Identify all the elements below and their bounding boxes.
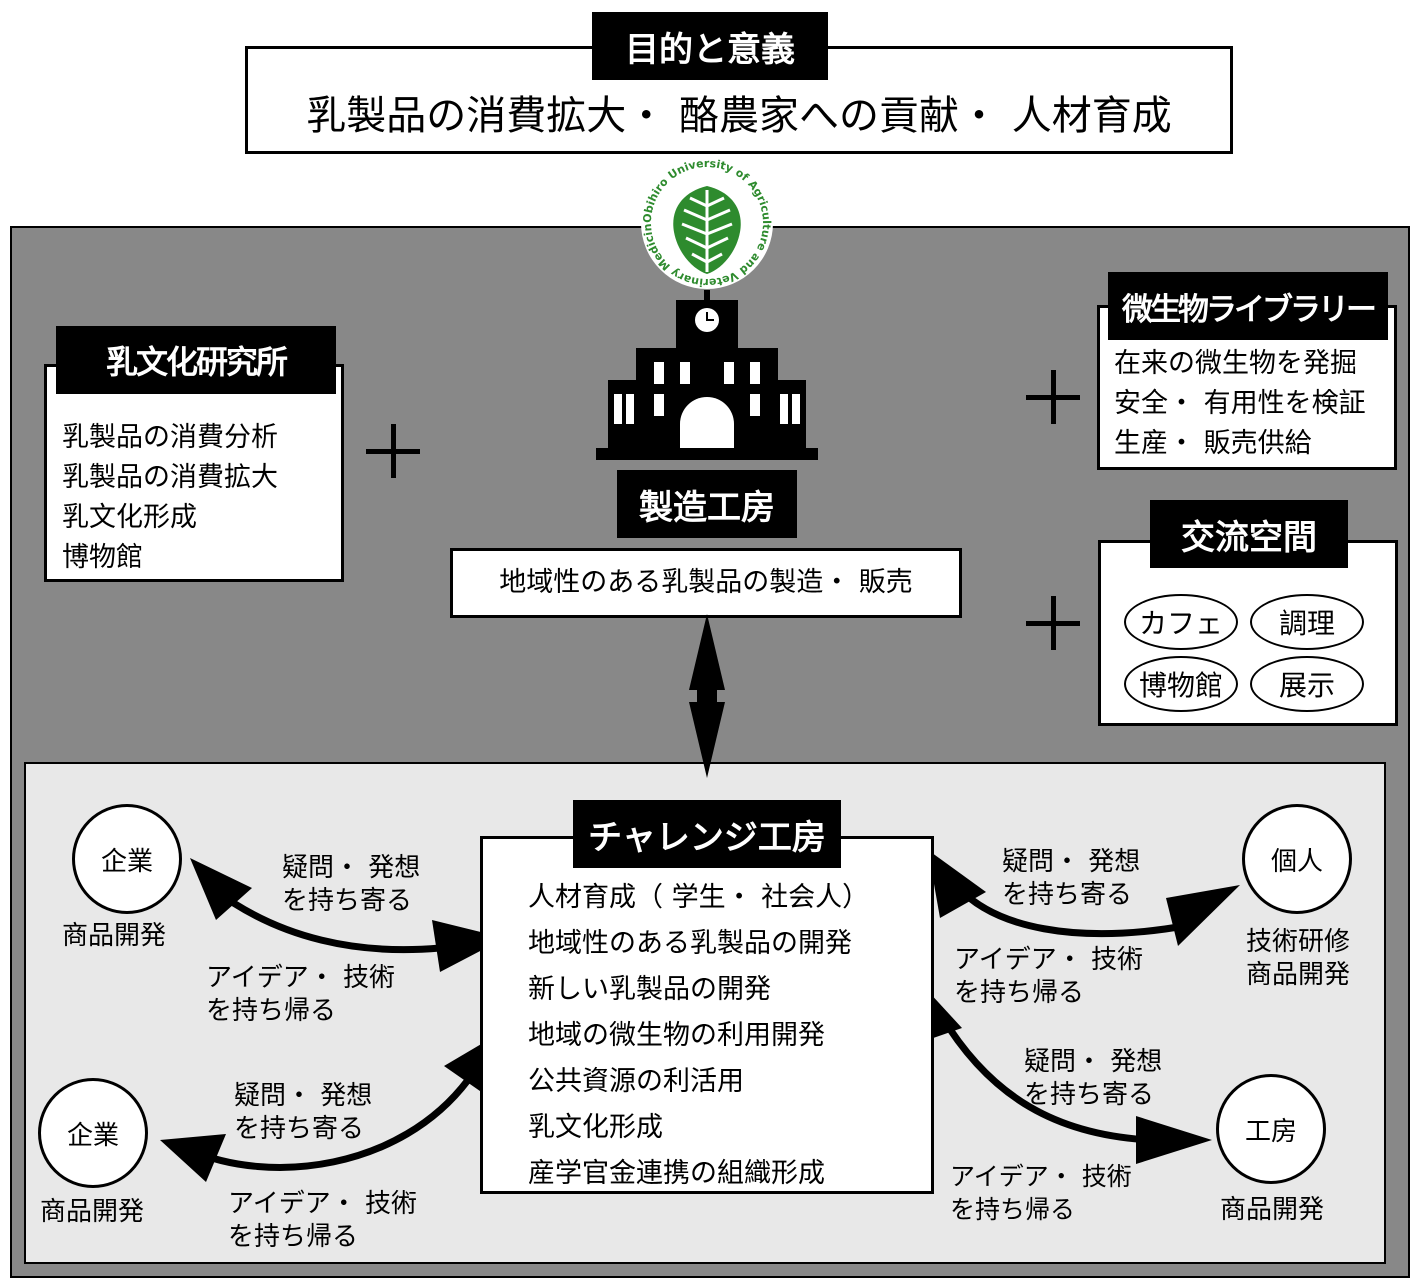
- challenge-item: 地域性のある乳製品の開発: [528, 928, 852, 959]
- vertical-double-arrow: [689, 614, 725, 778]
- challenge-item: 地域の微生物の利用開発: [528, 1020, 825, 1051]
- university-logo: Obihiro University of Agriculture and Ve…: [632, 158, 773, 289]
- exchange-item-museum: 博物館: [1124, 656, 1238, 712]
- partner-circle-company-top: 企業: [72, 804, 182, 914]
- challenge-list: 人材育成（ 学生・ 社会人） 地域性のある乳製品の開発 新しい乳製品の開発 地域…: [528, 875, 869, 1197]
- microbe-library-item: 安全・ 有用性を検証: [1114, 388, 1366, 419]
- challenge-item: 産学官金連携の組織形成: [528, 1158, 825, 1189]
- workshop-description-box: [450, 548, 962, 618]
- plus-sign-right-bottom: [1026, 596, 1080, 650]
- take-label-bottom-left: アイデア・ 技術 を持ち帰る: [228, 1189, 417, 1252]
- arrow-top-left: [190, 858, 505, 972]
- take-label-top-left: アイデア・ 技術 を持ち帰る: [206, 963, 395, 1026]
- plus-sign-right-top: [1026, 370, 1080, 424]
- purpose-label: 目的と意義: [592, 12, 828, 80]
- dairy-institute-item: 博物館: [62, 542, 143, 573]
- dairy-institute-list: 乳製品の消費分析 乳製品の消費拡大 乳文化形成 博物館: [62, 418, 278, 578]
- dairy-institute-item: 乳製品の消費拡大: [62, 462, 278, 493]
- leaf-icon: [673, 186, 741, 274]
- take-label-bottom-right: アイデア・ 技術 を持ち帰る: [950, 1162, 1132, 1224]
- exchange-item-cafe: カフェ: [1124, 594, 1238, 650]
- bring-label-bottom-right: 疑問・ 発想 を持ち寄る: [1024, 1047, 1163, 1110]
- exchange-item-cooking: 調理: [1250, 594, 1364, 650]
- microbe-library-item: 生産・ 販売供給: [1114, 428, 1312, 459]
- challenge-item: 人材育成（ 学生・ 社会人）: [528, 882, 870, 913]
- microbe-library-title: 微生物ライブラリー: [1108, 272, 1388, 340]
- partner-role-company-top: 商品開発: [62, 921, 167, 951]
- bring-label-top-right: 疑問・ 発想 を持ち寄る: [1002, 847, 1141, 910]
- partner-circle-company-bottom: 企業: [38, 1078, 148, 1188]
- challenge-box: [480, 836, 934, 1194]
- plus-sign-left: [366, 424, 420, 478]
- challenge-item: 乳文化形成: [528, 1112, 663, 1143]
- dairy-institute-item: 乳文化形成: [62, 502, 197, 533]
- dairy-institute-item: 乳製品の消費分析: [62, 422, 278, 453]
- partner-role-company-bottom: 商品開発: [40, 1197, 145, 1227]
- exchange-item-exhibit: 展示: [1250, 656, 1364, 712]
- arrow-top-right: [928, 850, 1240, 946]
- challenge-item: 新しい乳製品の開発: [528, 974, 771, 1005]
- exchange-space-title: 交流空間: [1150, 500, 1348, 568]
- bring-label-bottom-left: 疑問・ 発想 を持ち寄る: [234, 1081, 373, 1144]
- dairy-institute-title: 乳文化研究所: [56, 326, 336, 394]
- bring-label-top-left: 疑問・ 発想 を持ち寄る: [282, 853, 421, 916]
- take-label-top-right: アイデア・ 技術 を持ち帰る: [954, 945, 1143, 1008]
- workshop-description: 地域性のある乳製品の製造・ 販売: [499, 567, 913, 598]
- partner-role-individual: 技術研修 商品開発: [1246, 927, 1351, 990]
- partner-role-workshop: 商品開発: [1220, 1195, 1325, 1225]
- microbe-library-list: 在来の微生物を発掘 安全・ 有用性を検証 生産・ 販売供給: [1114, 344, 1366, 464]
- building-icon: [596, 290, 818, 460]
- purpose-text: 乳製品の消費拡大・ 酪農家への貢献・ 人材育成: [306, 93, 1172, 139]
- partner-circle-individual: 個人: [1242, 804, 1352, 914]
- workshop-title: 製造工房: [617, 470, 797, 538]
- challenge-item: 公共資源の利活用: [528, 1066, 744, 1097]
- challenge-title: チャレンジ工房: [573, 800, 841, 868]
- dairy-institute-box: [44, 364, 344, 582]
- partner-circle-workshop: 工房: [1216, 1074, 1326, 1184]
- microbe-library-item: 在来の微生物を発掘: [1114, 348, 1357, 379]
